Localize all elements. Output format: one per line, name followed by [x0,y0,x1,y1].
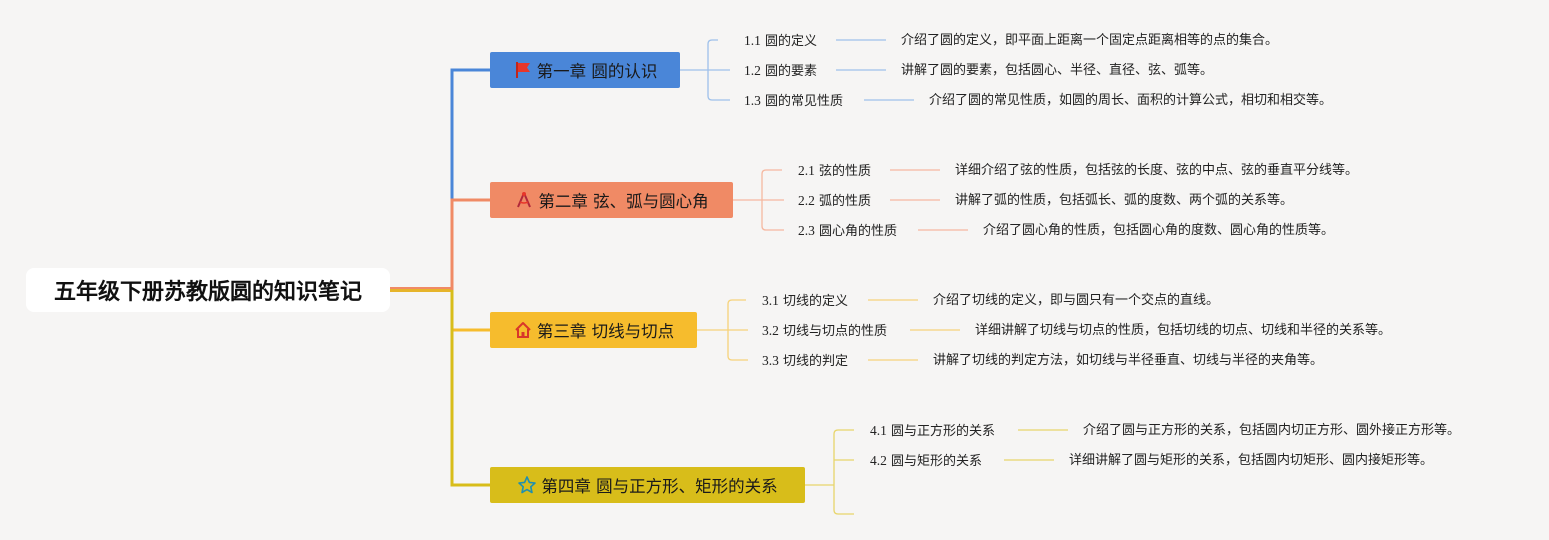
chapter-4-title: 第四章 圆与正方形、矩形的关系 [541,477,778,496]
section-1-3[interactable]: 1.3 圆的常见性质 [744,93,844,109]
section-2-1[interactable]: 2.1 弦的性质 [798,163,872,179]
chapter4-connector [450,290,490,487]
section-2-3[interactable]: 2.3 圆心角的性质 [798,223,898,239]
chapter-1-node[interactable]: 第一章 圆的认识 [490,52,680,88]
section-3-3-desc: 讲解了切线的判定方法，如切线与半径垂直、切线与半径的夹角等。 [933,353,1324,368]
section-3-2-desc: 详细讲解了切线与切点的性质，包括切线的切点、切线和半径的关系等。 [975,323,1392,338]
house-icon [513,320,533,340]
root-title: 五年级下册苏教版圆的知识笔记 [53,280,362,305]
section-3-3[interactable]: 3.3 切线的判定 [762,353,849,369]
chapter1-connector [450,68,490,290]
section-2-1-desc: 详细介绍了弦的性质，包括弦的长度、弦的中点、弦的垂直平分线等。 [955,163,1359,178]
section-4-1-desc: 介绍了圆与正方形的关系，包括圆内切正方形、圆外接正方形等。 [1083,423,1461,438]
compass-icon [514,190,534,210]
section-3-1[interactable]: 3.1 切线的定义 [762,293,849,309]
section-1-2[interactable]: 1.2 圆的要素 [744,63,818,79]
chapter3-connector [450,290,490,332]
section-1-2-desc: 讲解了圆的要素，包括圆心、半径、直径、弦、弧等。 [901,63,1214,78]
star-icon [517,475,537,495]
section-4-2[interactable]: 4.2 圆与矩形的关系 [870,453,983,469]
chapter-4-node[interactable]: 第四章 圆与正方形、矩形的关系 [490,467,805,503]
root-topic[interactable]: 五年级下册苏教版圆的知识笔记 [26,268,390,312]
chapter-3-title: 第三章 切线与切点 [536,322,675,341]
section-1-1[interactable]: 1.1 圆的定义 [744,33,818,49]
section-4-1[interactable]: 4.1 圆与正方形的关系 [870,423,996,439]
chapter2-connector [450,198,490,290]
section-2-2-desc: 讲解了弧的性质，包括弧长、弧的度数、两个弧的关系等。 [955,193,1294,208]
chapter-2-title: 第二章 弦、弧与圆心角 [538,192,709,211]
section-3-1-desc: 介绍了切线的定义，即与圆只有一个交点的直线。 [933,293,1220,308]
section-2-2[interactable]: 2.2 弧的性质 [798,193,872,209]
section-4-2-desc: 详细讲解了圆与矩形的关系，包括圆内切矩形、圆内接矩形等。 [1069,453,1434,468]
chapter-2-node[interactable]: 第二章 弦、弧与圆心角 [490,182,733,218]
section-3-2[interactable]: 3.2 切线与切点的性质 [762,323,888,339]
section-1-1-desc: 介绍了圆的定义，即平面上距离一个固定点距离相等的点的集合。 [901,33,1279,48]
chapter-3-node[interactable]: 第三章 切线与切点 [490,312,697,348]
section-1-3-desc: 介绍了圆的常见性质，如圆的周长、面积的计算公式，相切和相交等。 [929,93,1333,108]
red-flag-icon [513,60,533,80]
section-2-3-desc: 介绍了圆心角的性质，包括圆心角的度数、圆心角的性质等。 [983,223,1335,238]
chapter-1-title: 第一章 圆的认识 [536,62,658,81]
